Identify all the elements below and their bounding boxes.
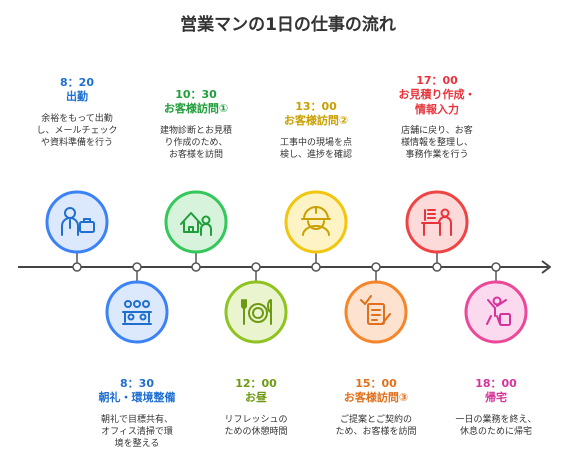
timeline-event-3 bbox=[164, 190, 228, 272]
house-visit-icon bbox=[180, 212, 212, 236]
desk-work-icon bbox=[421, 208, 452, 236]
meeting-icon bbox=[122, 300, 152, 325]
diagram-title: 営業マンの1日の仕事の流れ bbox=[180, 15, 396, 35]
timeline-event-8 bbox=[464, 262, 528, 344]
timeline-event-4 bbox=[224, 262, 288, 344]
axis-marker bbox=[72, 262, 82, 272]
going-home-icon bbox=[486, 296, 511, 326]
event-description: 工事中の現場を点 検し、進捗を確認 bbox=[279, 137, 352, 160]
axis-marker bbox=[371, 262, 381, 272]
axis-marker bbox=[251, 262, 261, 272]
worker-helmet-icon bbox=[301, 206, 331, 236]
axis-marker bbox=[191, 262, 201, 272]
axis-marker bbox=[132, 262, 142, 272]
event-circle bbox=[344, 280, 408, 344]
event-heading: お見積り作成・ 情報入力 bbox=[398, 88, 476, 116]
event-heading: お昼 bbox=[245, 391, 267, 405]
event-description: 余裕をもって出勤 し、メールチェック や資料準備を行う bbox=[36, 113, 118, 148]
timeline-event-7 bbox=[405, 190, 469, 272]
event-description: 店舗に戻り、お客 様情報を整理し、 事務作業を行う bbox=[400, 125, 473, 161]
event-circle bbox=[224, 280, 288, 344]
event-description: リフレッシュの ための休憩時間 bbox=[224, 414, 288, 437]
event-time: 8：20 bbox=[60, 76, 94, 89]
event-heading: 帰宅 bbox=[485, 391, 507, 405]
event-description: 一日の業務を終え、 休息のために帰宅 bbox=[455, 414, 537, 437]
timeline-event-1 bbox=[45, 190, 109, 272]
event-description: 建物診断とお見積 り作成のため、 お客様を訪問 bbox=[159, 125, 232, 160]
event-heading: お客様訪問① bbox=[163, 102, 229, 116]
event-time: 8：30 bbox=[120, 377, 154, 390]
axis-marker bbox=[432, 262, 442, 272]
event-time: 17：00 bbox=[416, 74, 458, 87]
event-time: 13：00 bbox=[295, 100, 337, 113]
event-description: 朝礼で目標共有、 オフィス清掃で環 境を整える bbox=[100, 414, 173, 449]
meal-icon bbox=[241, 299, 272, 325]
timeline-event-5 bbox=[284, 190, 348, 272]
event-heading: 出勤 bbox=[66, 90, 88, 104]
event-time: 15：00 bbox=[355, 377, 397, 390]
axis-marker bbox=[311, 262, 321, 272]
event-time: 12：00 bbox=[235, 377, 277, 390]
contract-icon bbox=[360, 295, 391, 325]
event-heading: お客様訪問③ bbox=[343, 391, 409, 405]
businessman-icon bbox=[61, 207, 95, 236]
timeline-event-2 bbox=[105, 262, 169, 344]
event-heading: 朝礼・環境整備 bbox=[98, 391, 176, 405]
timeline-event-6 bbox=[344, 262, 408, 344]
event-time: 10：30 bbox=[175, 88, 217, 101]
event-time: 18：00 bbox=[475, 377, 517, 390]
axis-marker bbox=[491, 262, 501, 272]
event-circle bbox=[164, 190, 228, 254]
timeline-arrowhead bbox=[541, 260, 551, 274]
event-heading: お客様訪問② bbox=[283, 114, 349, 128]
event-circle bbox=[284, 190, 348, 254]
event-description: ご提案とご契約の ため、お客様を訪問 bbox=[335, 414, 417, 437]
